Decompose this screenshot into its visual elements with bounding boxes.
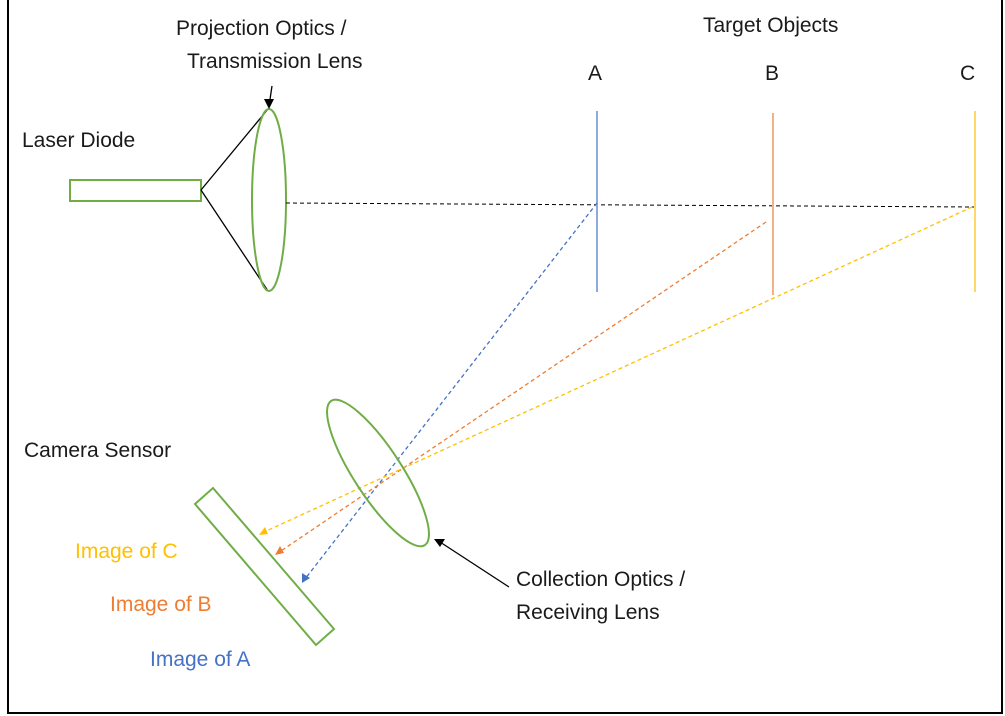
transmission-lens [251,108,287,292]
collection-label-line2: Receiving Lens [516,601,660,624]
projection-label-line2: Transmission Lens [187,50,362,73]
camera-sensor [193,486,336,647]
target-b-label: B [765,62,779,85]
ray-b [277,221,767,554]
collection-arrow-head [434,539,445,547]
target-c-label: C [960,62,975,85]
cone-line-bottom [200,189,269,292]
camera-sensor-label: Camera Sensor [24,439,171,462]
ray-a-arrowhead [302,573,310,583]
projection-arrow-head [264,99,274,109]
image-c-label: Image of C [75,540,178,563]
ray-c [261,206,973,534]
ray-a [304,202,598,580]
collection-arrow-line [439,541,510,588]
projection-label-line1: Projection Optics / [176,17,347,40]
laser-beam [285,202,976,208]
image-a-label: Image of A [150,648,250,671]
target-a-label: A [588,62,602,85]
cone-line-top [200,108,269,191]
ray-b-arrowhead [275,546,284,555]
laser-diode-box [69,179,202,202]
laser-diode-label: Laser Diode [22,129,135,152]
collection-label-line1: Collection Optics / [516,568,685,591]
target-objects-label: Target Objects [703,14,838,37]
receiving-lens [326,398,430,548]
diagram-frame [7,0,1003,714]
image-b-label: Image of B [110,593,212,616]
ray-c-arrowhead [259,527,268,535]
